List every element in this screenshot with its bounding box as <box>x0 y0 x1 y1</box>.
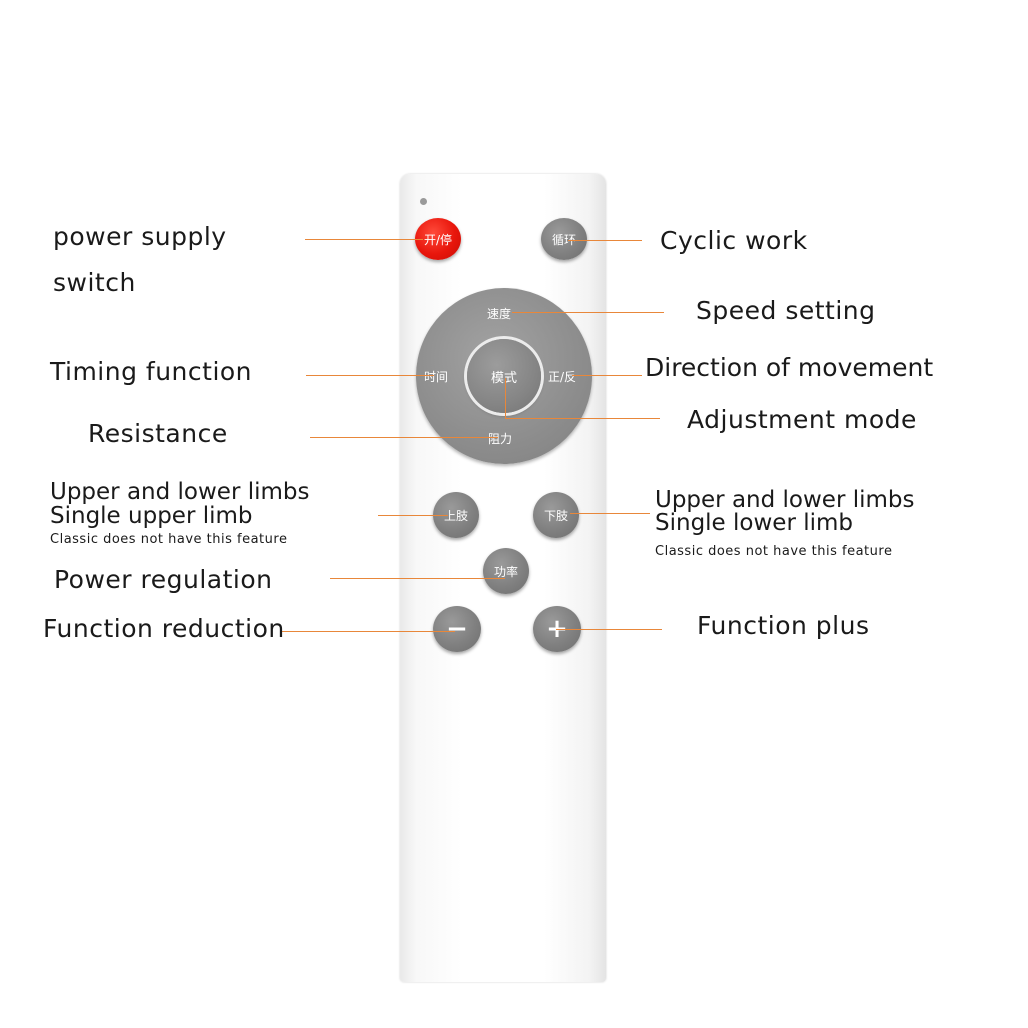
timer-button[interactable]: 时间 <box>424 370 449 384</box>
indicator-led <box>420 198 427 205</box>
leader-line-lower-limb <box>570 513 650 514</box>
timing-function-label: Timing function <box>50 357 253 386</box>
leader-line-power-level <box>330 578 505 579</box>
cyclic-work-label: Cyclic work <box>660 226 808 255</box>
speed-button[interactable]: 速度 <box>487 307 512 321</box>
mode-button[interactable]: 模式 <box>467 339 541 413</box>
resistance-button[interactable]: 阻力 <box>488 432 513 446</box>
leader-line-timer <box>306 375 434 376</box>
upper-lower-limbs-left-label: Upper and lower limbs <box>50 479 310 505</box>
leader-line-mode-vertical <box>505 378 506 418</box>
resistance-label: Resistance <box>88 419 228 448</box>
power-level-button[interactable]: 功率 <box>483 548 529 594</box>
single-upper-limb-label: Single upper limb <box>50 503 253 529</box>
cycle-button[interactable]: 循环 <box>541 218 587 260</box>
leader-line-plus <box>556 629 662 630</box>
power-switch-label: switch <box>53 268 136 297</box>
single-lower-limb-label: Single lower limb <box>655 510 853 536</box>
classic-note-right: Classic does not have this feature <box>655 544 893 559</box>
leader-line-minus <box>280 631 455 632</box>
lower-limb-button[interactable]: 下肢 <box>533 492 579 538</box>
speed-setting-label: Speed setting <box>696 296 876 325</box>
direction-label: Direction of movement <box>645 353 934 382</box>
leader-line-mode <box>505 418 660 419</box>
adjustment-mode-label: Adjustment mode <box>687 405 917 434</box>
power-regulation-label: Power regulation <box>54 565 273 594</box>
function-plus-label: Function plus <box>697 611 870 640</box>
upper-lower-limbs-right-label: Upper and lower limbs <box>655 487 915 513</box>
classic-note-left: Classic does not have this feature <box>50 532 288 547</box>
leader-line-cycle <box>568 240 642 241</box>
leader-line-resistance <box>310 437 498 438</box>
leader-line-direction <box>572 375 642 376</box>
direction-button[interactable]: 正/反 <box>548 370 577 384</box>
leader-line-speed <box>512 312 664 313</box>
leader-line-upper-limb <box>378 515 448 516</box>
leader-line-power <box>305 239 423 240</box>
power-supply-label: power supply <box>53 222 227 251</box>
minus-button[interactable]: − <box>433 606 481 652</box>
function-reduction-label: Function reduction <box>43 614 285 643</box>
